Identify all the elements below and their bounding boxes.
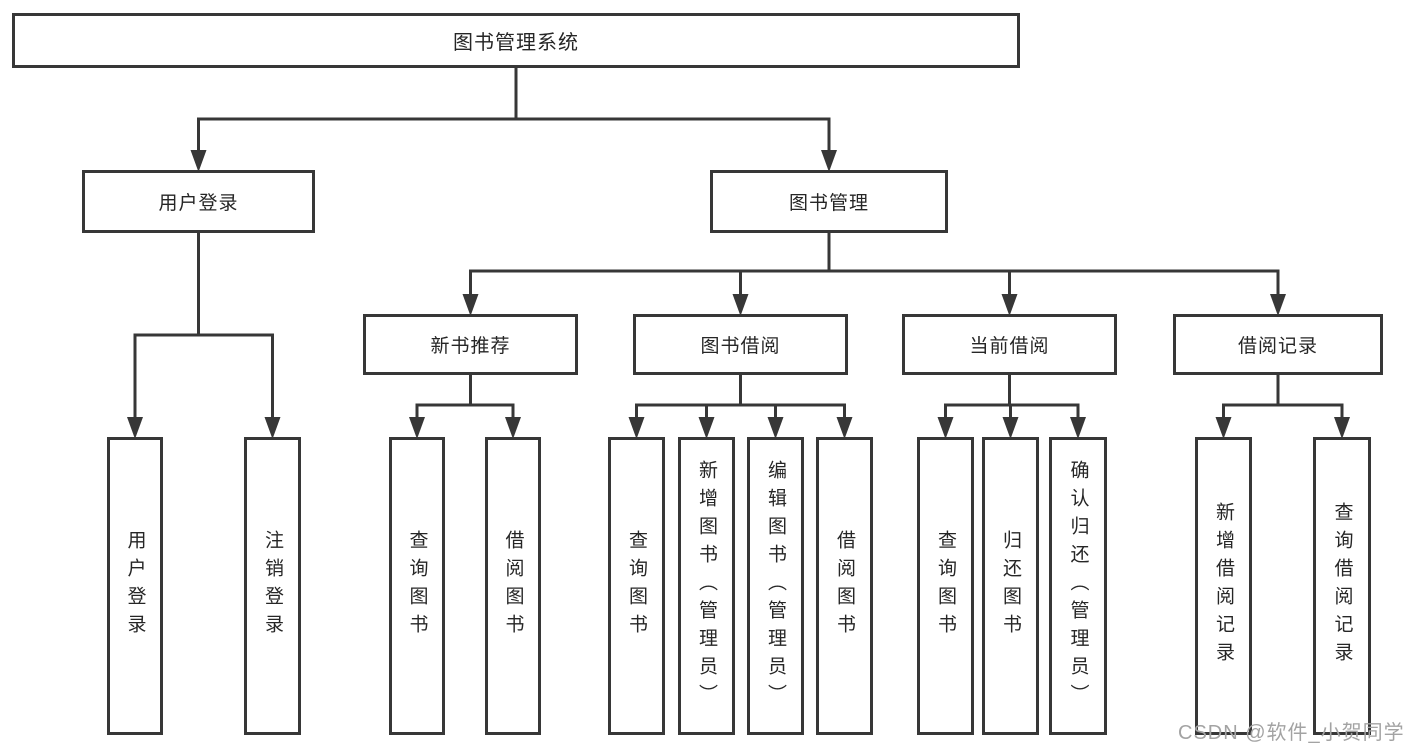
node-label-search-book-2: 查询图书 (626, 530, 647, 642)
node-search-borrow-record: 查询借阅记录 (1313, 437, 1371, 735)
node-label-return-book: 归还图书 (1000, 530, 1021, 642)
node-label-borrow-book-2: 借阅图书 (834, 530, 855, 642)
node-label-root: 图书管理系统 (453, 32, 579, 54)
node-label-new-book-rec: 新书推荐 (430, 336, 511, 357)
node-user-login-group: 用户登录 (82, 170, 315, 233)
node-borrow-book-2: 借阅图书 (816, 437, 873, 735)
watermark: CSDN @软件_小贺同学 (1178, 722, 1405, 744)
node-confirm-return-admin: 确认归还（管理员） (1049, 437, 1107, 735)
node-label-book-mgmt: 图书管理 (788, 193, 869, 214)
node-new-book-rec: 新书推荐 (363, 314, 578, 375)
node-borrow-records: 借阅记录 (1173, 314, 1383, 375)
node-label-add-borrow-record: 新增借阅记录 (1213, 502, 1234, 670)
node-label-search-book-3: 查询图书 (935, 530, 956, 642)
node-borrow-book-1: 借阅图书 (485, 437, 541, 735)
node-label-logout: 注销登录 (262, 530, 283, 642)
node-search-book-3: 查询图书 (917, 437, 974, 735)
node-root: 图书管理系统 (12, 13, 1020, 68)
node-user-login: 用户登录 (107, 437, 163, 735)
node-label-user-login-group: 用户登录 (158, 193, 239, 214)
node-label-search-book-1: 查询图书 (406, 530, 428, 642)
node-current-borrow: 当前借阅 (902, 314, 1117, 375)
node-label-edit-book-admin: 编辑图书（管理员） (765, 460, 786, 712)
node-return-book: 归还图书 (982, 437, 1039, 735)
node-label-user-login: 用户登录 (124, 530, 146, 642)
node-book-mgmt: 图书管理 (710, 170, 948, 233)
node-search-book-1: 查询图书 (389, 437, 445, 735)
node-logout: 注销登录 (244, 437, 301, 735)
node-add-borrow-record: 新增借阅记录 (1195, 437, 1252, 735)
node-book-borrow: 图书借阅 (633, 314, 848, 375)
node-label-search-borrow-record: 查询借阅记录 (1331, 502, 1353, 670)
node-search-book-2: 查询图书 (608, 437, 665, 735)
node-label-borrow-book-1: 借阅图书 (502, 530, 524, 642)
node-edit-book-admin: 编辑图书（管理员） (747, 437, 804, 735)
node-add-book-admin: 新增图书（管理员） (678, 437, 735, 735)
node-label-book-borrow: 图书借阅 (700, 336, 781, 357)
node-label-add-book-admin: 新增图书（管理员） (696, 460, 717, 712)
node-label-confirm-return-admin: 确认归还（管理员） (1067, 460, 1089, 712)
node-label-current-borrow: 当前借阅 (969, 336, 1050, 357)
node-label-borrow-records: 借阅记录 (1237, 336, 1318, 357)
